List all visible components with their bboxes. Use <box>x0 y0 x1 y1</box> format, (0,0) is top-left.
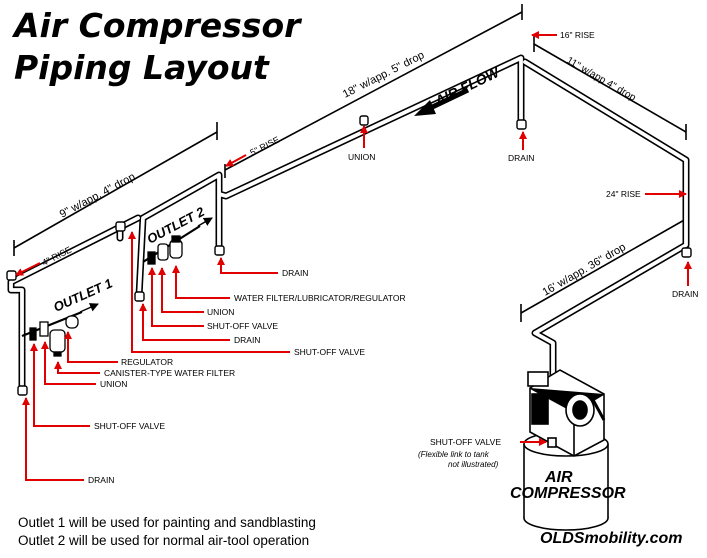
label-run-18: 18" w/app. 5" drop <box>341 49 426 100</box>
label-compressor: COMPRESSOR <box>510 485 626 502</box>
label-union-top: UNION <box>348 152 375 162</box>
label-regulator: REGULATOR <box>121 357 173 367</box>
air-flow-arrow <box>414 87 470 116</box>
title-line-2: Piping Layout <box>14 48 269 87</box>
brand-watermark: OLDSmobility.com <box>540 530 683 547</box>
label-shutoff-outlet-2b: SHUT-OFF VALVE <box>294 347 365 357</box>
dimension-lines <box>13 4 687 322</box>
label-drain-outlet-2: DRAIN <box>234 335 260 345</box>
label-canister-filter: CANISTER-TYPE WATER FILTER <box>104 368 235 378</box>
label-air-flow: AIR FLOW <box>431 63 503 109</box>
label-drain-right: DRAIN <box>672 289 698 299</box>
title-line-1: Air Compressor <box>14 6 301 45</box>
label-water-filter-regulator: WATER FILTER/LUBRICATOR/REGULATOR <box>234 293 406 303</box>
label-outlet-1: OUTLET 1 <box>51 275 115 314</box>
label-drain-outlet-1: DRAIN <box>88 475 114 485</box>
label-flex-note-2: not illustrated) <box>448 460 499 469</box>
label-union-outlet-1: UNION <box>100 379 127 389</box>
label-drain-mid: DRAIN <box>282 268 308 278</box>
compressor <box>523 369 609 531</box>
label-rise-16: 16" RISE <box>560 30 595 40</box>
footer-line-1: Outlet 1 will be used for painting and s… <box>18 515 316 530</box>
label-drain-top: DRAIN <box>508 153 534 163</box>
label-shutoff-tank: SHUT-OFF VALVE <box>430 437 501 447</box>
label-shutoff-outlet-1: SHUT-OFF VALVE <box>94 421 165 431</box>
outlet-1-assembly <box>21 303 99 357</box>
outlet-2-assembly <box>142 217 213 265</box>
label-rise-24: 24" RISE <box>606 189 641 199</box>
footer-line-2: Outlet 2 will be used for normal air-too… <box>18 533 310 548</box>
label-union-outlet-2: UNION <box>207 307 234 317</box>
label-rise-5: 5" RISE <box>248 134 281 157</box>
label-air: AIR <box>544 469 573 486</box>
leader-arrows <box>15 31 692 481</box>
label-run-9: 9" w/app. 4" drop <box>58 171 137 221</box>
pipe-fittings <box>6 115 692 396</box>
pipe-fill <box>9 56 688 449</box>
label-flex-note-1: (Flexible link to tank <box>418 450 490 459</box>
label-shutoff-outlet-2: SHUT-OFF VALVE <box>207 321 278 331</box>
